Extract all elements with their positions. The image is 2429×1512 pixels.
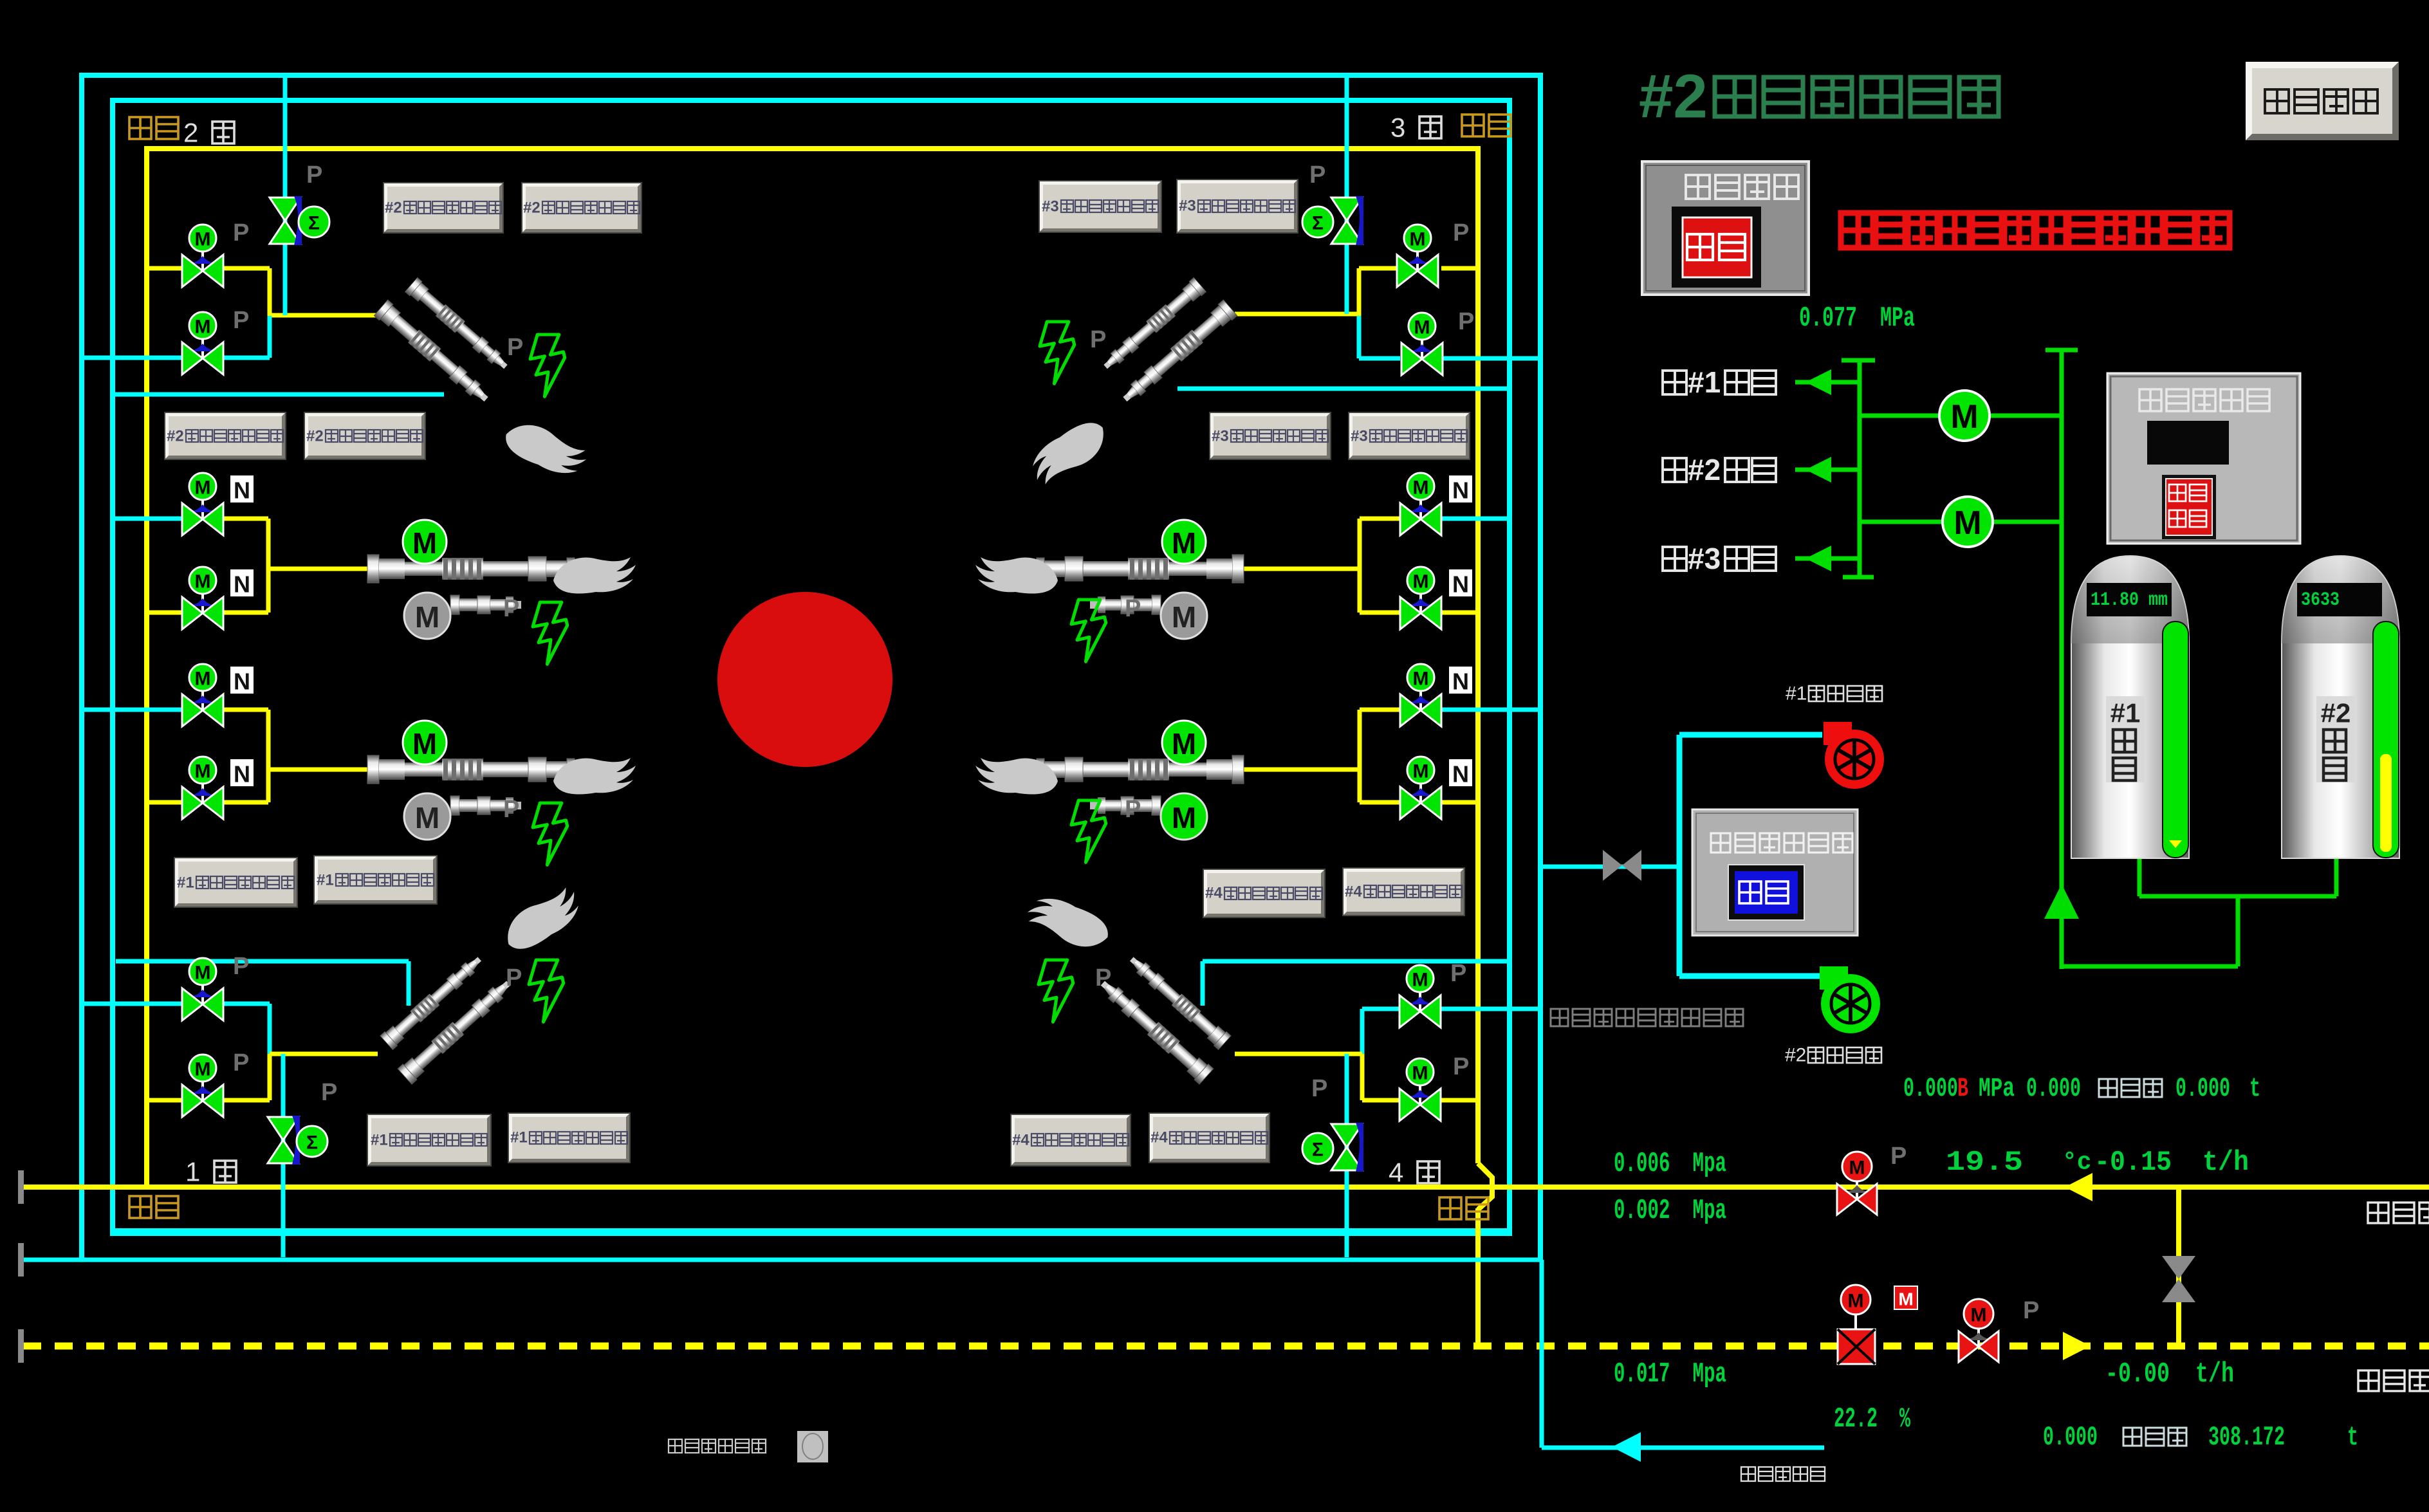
svg-text:°c: °c [2062,1149,2092,1177]
svg-text:N: N [1452,571,1469,598]
svg-text:P: P [1890,1143,1907,1170]
svg-text:M: M [412,727,437,761]
svg-text:2: 2 [183,118,206,148]
svg-text:#1: #1 [1688,365,1721,399]
svg-text:N: N [1452,477,1469,504]
svg-text:#3: #3 [1212,428,1229,445]
svg-text:P: P [1458,308,1474,335]
svg-text:#3: #3 [1042,198,1059,216]
svg-text:P: P [1125,796,1141,823]
svg-text:#1: #1 [2110,698,2141,728]
svg-text:M: M [1172,526,1196,560]
svg-text:M: M [415,600,439,634]
svg-text:M: M [1172,801,1196,834]
svg-text:3633: 3633 [2301,589,2340,611]
svg-text:Σ: Σ [1312,1139,1324,1161]
svg-text:#1: #1 [371,1132,388,1149]
svg-text:N: N [1452,668,1469,695]
svg-text:Σ: Σ [308,213,320,234]
svg-text:#3: #3 [1179,198,1196,215]
svg-text:0.017 Mpa: 0.017 Mpa [1614,1358,1726,1390]
svg-text:#3: #3 [1688,542,1721,575]
svg-text:#1: #1 [510,1129,528,1147]
svg-text:#3: #3 [1351,428,1368,445]
svg-text:308.172: 308.172 [2208,1422,2285,1453]
svg-text:#2: #2 [1688,453,1721,486]
svg-text:#4: #4 [1150,1129,1168,1147]
svg-text:P: P [503,796,519,823]
svg-text:#1: #1 [317,872,334,889]
svg-text:N: N [234,668,250,695]
svg-text:P: P [506,964,522,991]
svg-text:P: P [503,595,519,622]
svg-text:P: P [1090,326,1106,353]
svg-text:#4: #4 [1205,885,1223,902]
svg-text:N: N [234,761,250,788]
svg-text:P: P [2023,1297,2039,1324]
svg-text:#2: #2 [2321,698,2351,728]
svg-text:0.077 MPa: 0.077 MPa [1799,302,1915,335]
svg-text:P: P [1453,219,1469,246]
svg-text:B: B [1957,1073,1968,1104]
svg-text:22.2 %: 22.2 % [1834,1403,1910,1435]
svg-text:#4: #4 [1012,1132,1030,1149]
svg-text:-0.15 t/h: -0.15 t/h [2094,1147,2249,1179]
svg-text:#2: #2 [523,199,540,217]
svg-text:#2: #2 [167,428,184,445]
svg-text:t: t [2347,1422,2358,1453]
svg-text:P: P [1453,1053,1469,1080]
svg-text:M: M [1848,1291,1864,1312]
svg-text:4: 4 [1389,1157,1411,1188]
svg-text:19.5: 19.5 [1946,1147,2023,1179]
svg-text:P: P [321,1079,337,1106]
svg-text:M: M [1950,398,1978,436]
svg-text:0.002 Mpa: 0.002 Mpa [1614,1195,1726,1227]
svg-text:0.006 Mpa: 0.006 Mpa [1614,1148,1726,1180]
svg-text:0.000: 0.000 [2175,1073,2230,1104]
svg-text:#1: #1 [1786,683,1807,705]
svg-text:P: P [1450,960,1466,987]
svg-text:P: P [233,1049,249,1076]
svg-text:Σ: Σ [306,1132,318,1154]
svg-text:N: N [234,477,250,504]
svg-text:MPa: MPa [1979,1073,2015,1104]
svg-text:t: t [2249,1073,2260,1104]
svg-text:N: N [234,571,250,598]
svg-text:M: M [412,526,437,560]
svg-text:P: P [507,334,523,361]
svg-text:1: 1 [185,1157,208,1187]
svg-text:-0.00 t/h: -0.00 t/h [2105,1358,2234,1390]
svg-text:P: P [233,307,249,334]
svg-text:M: M [1898,1289,1913,1309]
svg-text:P: P [233,219,249,246]
svg-text:#2: #2 [306,428,324,445]
svg-text:#2: #2 [1785,1045,1806,1066]
svg-text:Σ: Σ [1312,213,1324,234]
svg-text:P: P [233,953,249,980]
svg-text:P: P [306,161,322,189]
svg-text:0.000: 0.000 [1903,1073,1958,1104]
svg-text:P: P [1311,1075,1327,1102]
svg-text:N: N [1452,761,1469,788]
svg-text:3: 3 [1390,113,1413,143]
svg-text:M: M [1172,600,1196,634]
svg-text:#2: #2 [385,199,402,217]
svg-text:P: P [1095,964,1111,991]
svg-text:P: P [1125,595,1141,622]
svg-text:#4: #4 [1345,883,1362,901]
svg-text:M: M [415,801,439,834]
svg-text:P: P [1309,161,1325,189]
svg-text:11.80 mm: 11.80 mm [2091,589,2168,611]
svg-text:M: M [1172,727,1196,761]
svg-text:#2: #2 [1639,62,1708,131]
svg-text:M: M [1953,504,1981,542]
svg-text:0.000: 0.000 [2043,1422,2098,1453]
svg-text:#1: #1 [177,874,194,892]
svg-text:0.000: 0.000 [2026,1073,2081,1104]
